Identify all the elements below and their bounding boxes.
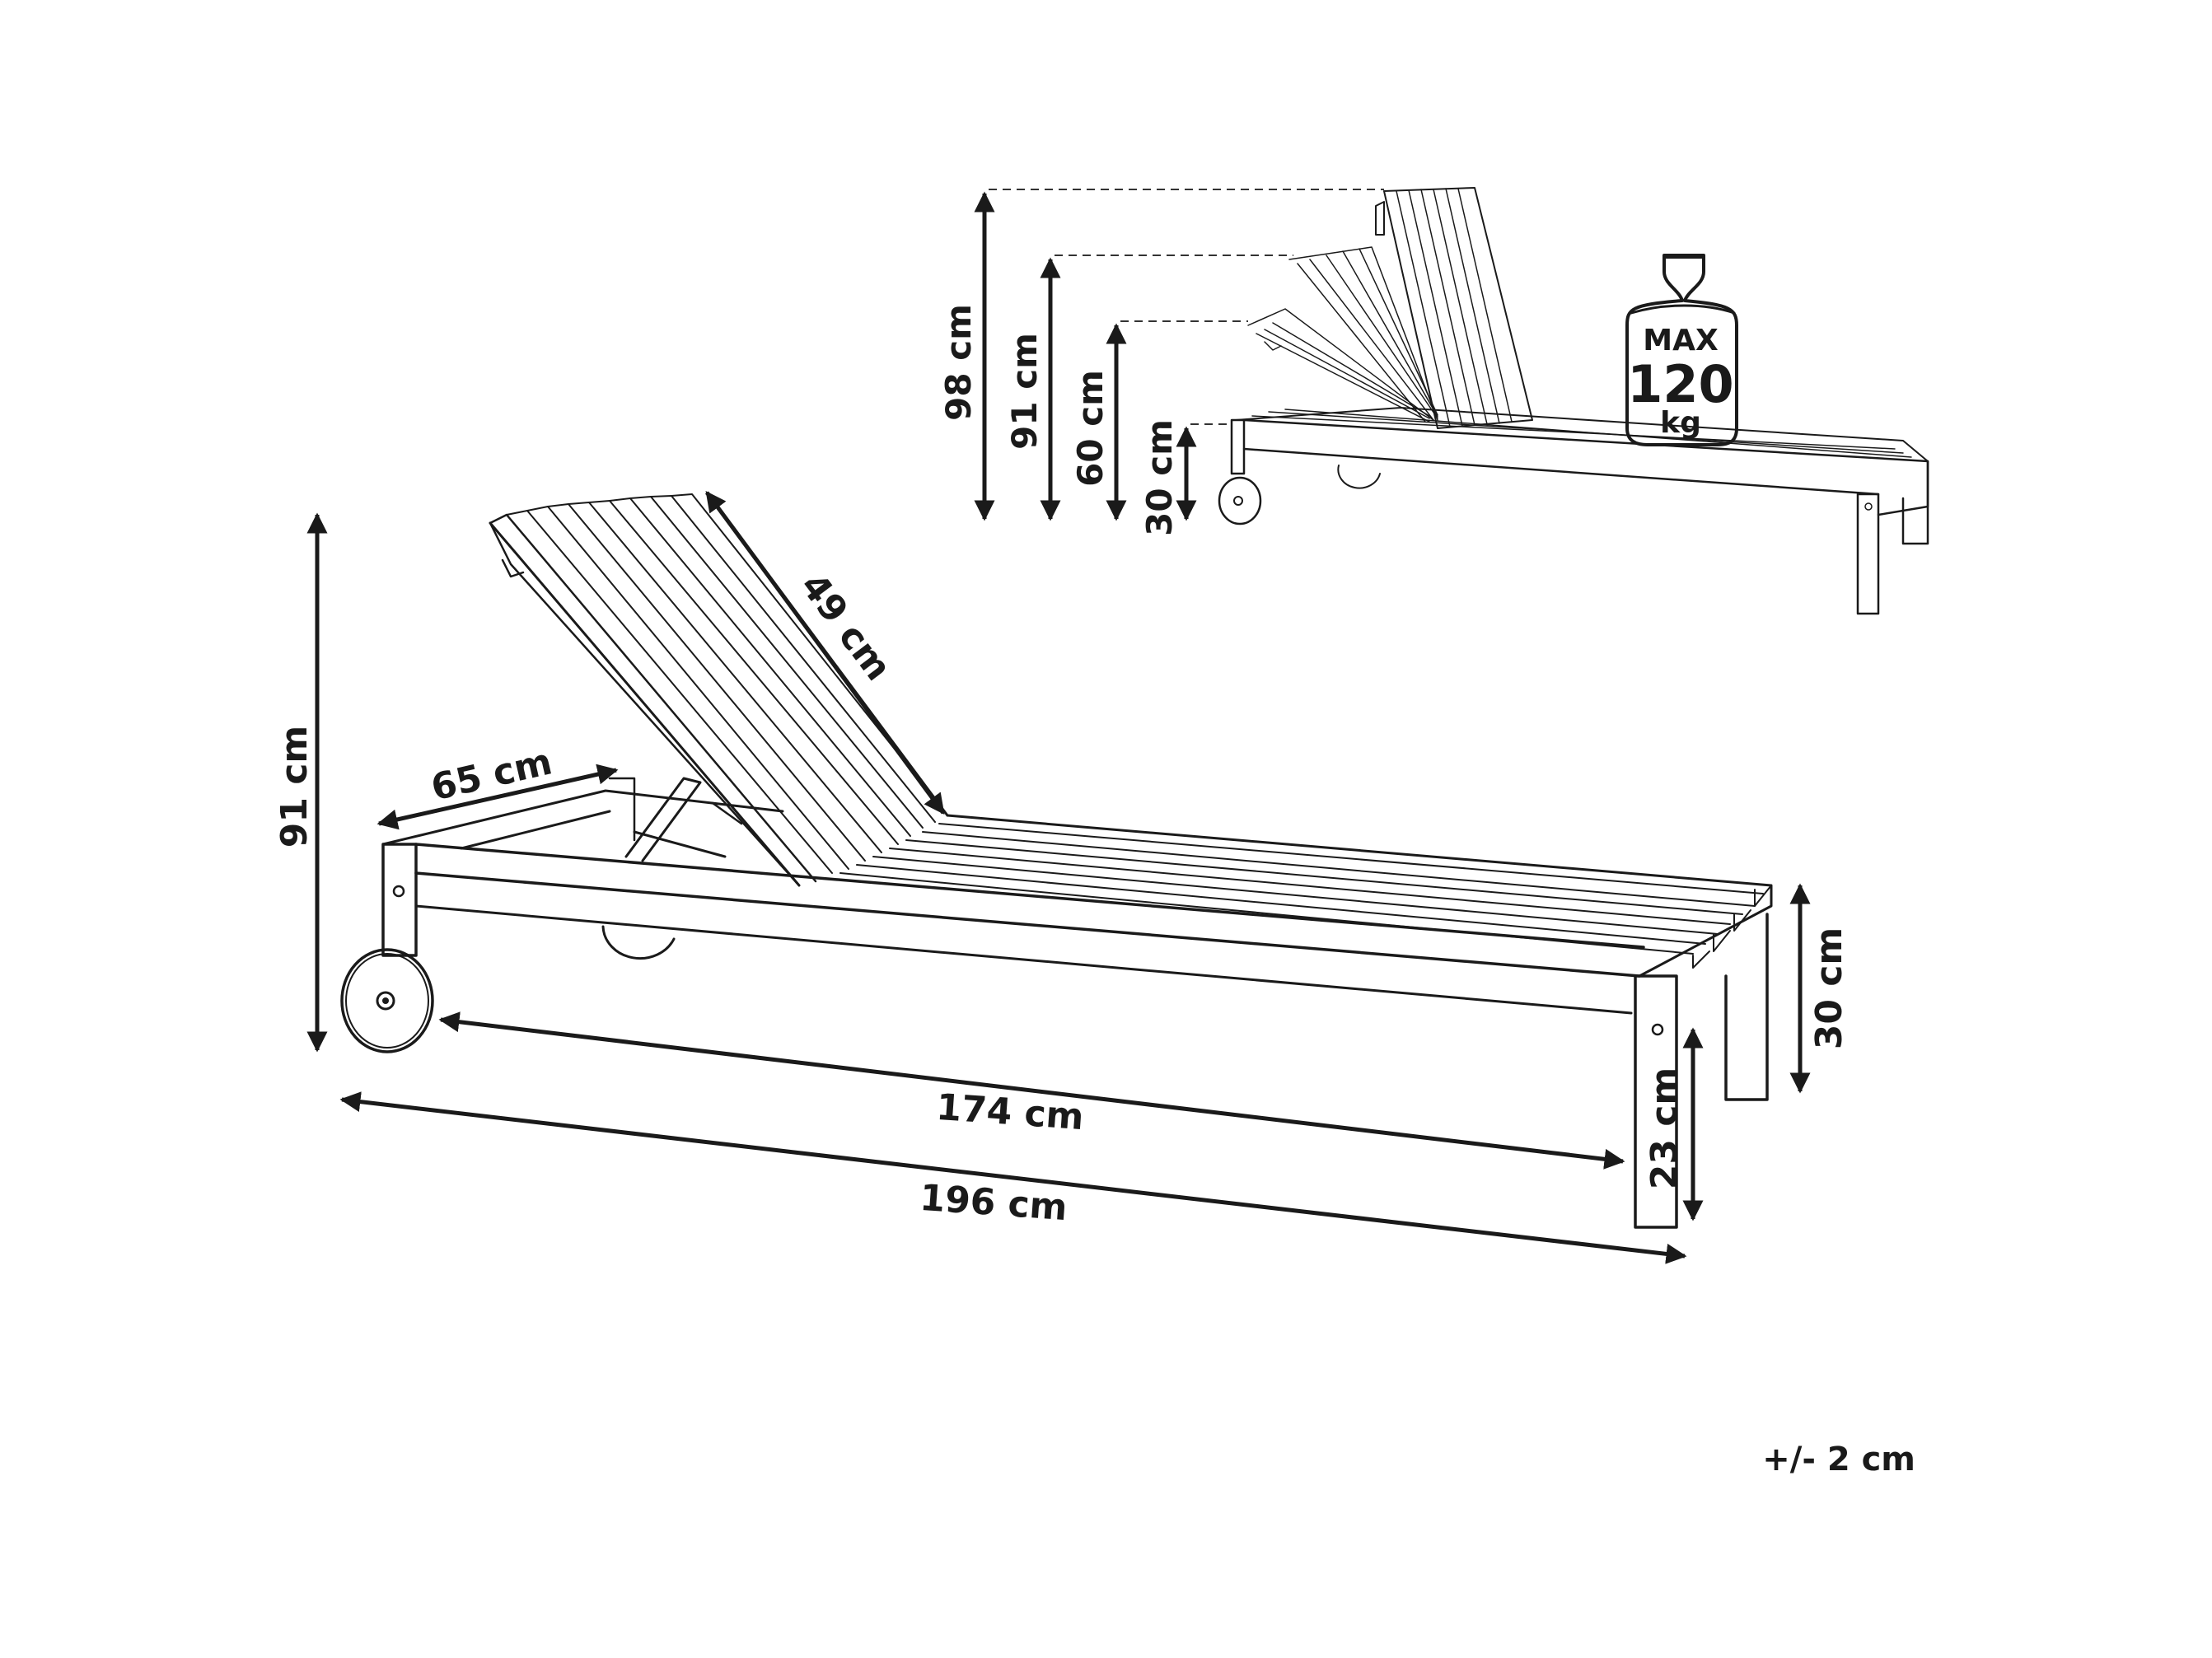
max-load-label: MAX	[1643, 324, 1719, 357]
inner-length-dim-line	[438, 1011, 1625, 1170]
backrest-dim-line	[704, 490, 946, 815]
seat-height-label: 30 cm	[1808, 927, 1850, 1049]
total-length-label: 196 cm	[919, 1177, 1069, 1229]
tolerance-note: +/- 2 cm	[1762, 1441, 1915, 1478]
weight-icon	[1625, 254, 1738, 446]
height-label: 91 cm	[274, 726, 316, 848]
detail-label-30: 30 cm	[1139, 419, 1180, 536]
inner-length-label: 174 cm	[935, 1086, 1085, 1138]
leg-height-label: 23 cm	[1644, 1067, 1686, 1189]
detail-label-60: 60 cm	[1070, 370, 1111, 487]
detail-reference-lines	[989, 189, 1384, 425]
detail-label-98: 98 cm	[938, 304, 979, 421]
max-load-unit: kg	[1660, 406, 1701, 440]
wheel-left	[340, 948, 434, 1053]
backrest-slats	[489, 493, 949, 887]
detail-dimensions	[974, 191, 1197, 521]
total-length-dim-line	[339, 1091, 1687, 1264]
seat-slats	[839, 814, 1773, 978]
detail-lounger	[1218, 187, 1929, 615]
detail-label-91: 91 cm	[1004, 333, 1045, 450]
max-load-value: 120	[1627, 354, 1733, 414]
headrest-dim-line	[376, 764, 619, 830]
main-dimensions	[306, 490, 1811, 1264]
